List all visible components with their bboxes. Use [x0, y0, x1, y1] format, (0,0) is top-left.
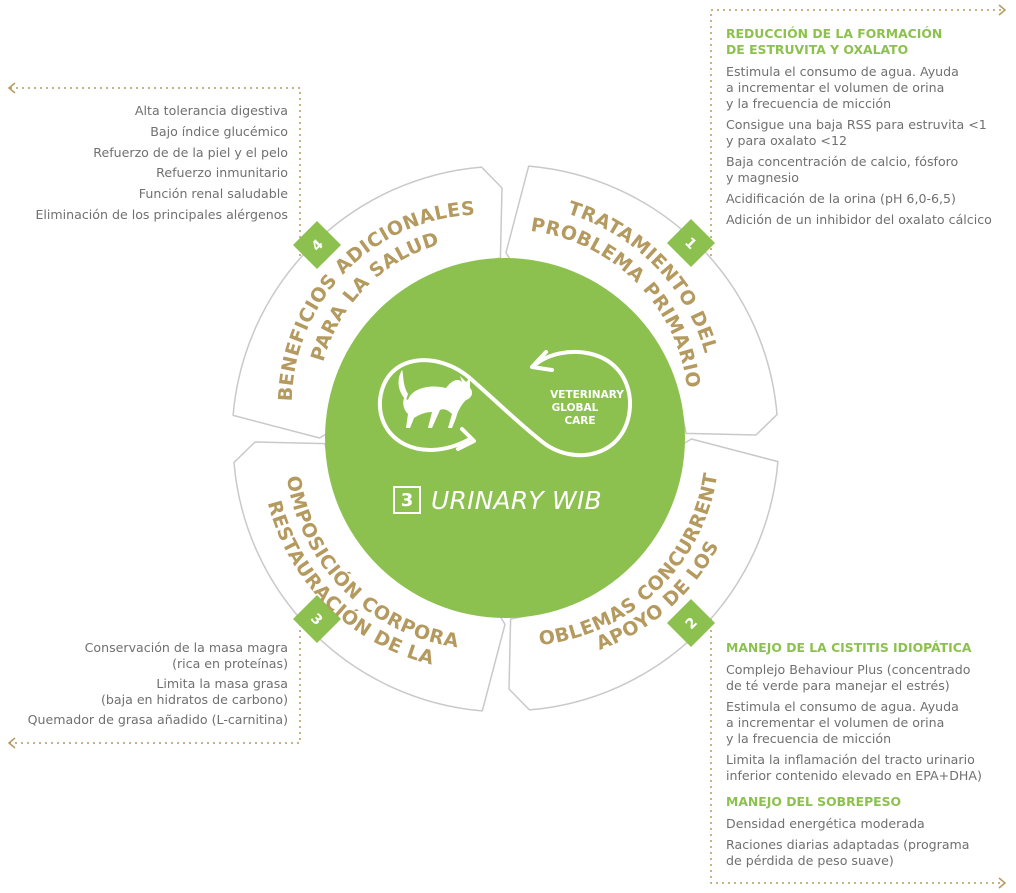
brand-name: URINARY WIB [431, 485, 602, 515]
list-item: Limita la masa grasa (baja en hidratos d… [100, 676, 288, 707]
leader-arrowheads [7, 4, 1007, 889]
tab-1-shape [666, 218, 716, 268]
list-item: Adición de un inhibidor del oxalato cálc… [726, 212, 992, 227]
arrowhead-top-right [998, 4, 1007, 16]
logo-line-global: GLOBAL [552, 402, 599, 414]
center-circle [325, 258, 685, 618]
leader-line-top-left [10, 87, 301, 262]
list-item: Eliminación de los principales alérgenos [35, 206, 288, 222]
cat-icon [398, 370, 473, 428]
loop-arrowhead-left [456, 427, 476, 451]
list-item: Acidificación de la orina (pH 6,0-6,5) [726, 191, 956, 206]
leader-line-bottom-left [10, 612, 301, 744]
infinity-loop-icon [377, 349, 633, 458]
leader-line-top-right [710, 9, 1003, 262]
panel-bottom-right: MANEJO DE LA CISTITIS IDIOPÁTICA Complej… [726, 640, 1016, 874]
panel-top-left: Alta tolerancia digestiva Bajo índice gl… [0, 103, 288, 228]
tab-3-shape [292, 594, 342, 644]
panel-heading: MANEJO DE LA CISTITIS IDIOPÁTICA [726, 640, 972, 655]
list-item: Densidad energética moderada [726, 816, 925, 831]
logo-line-veterinary: VETERINARY [550, 389, 624, 401]
list-item: Complejo Behaviour Plus (concentrado de … [726, 662, 971, 693]
list-item: Función renal saludable [138, 186, 288, 202]
list-item: Quemador de grasa añadido (L-carnitina) [27, 712, 288, 727]
tab-4-shape [292, 220, 342, 270]
list-item: Refuerzo inmunitario [156, 165, 288, 181]
arrowhead-bottom-right [998, 877, 1007, 889]
logo-line-care: CARE [564, 415, 595, 427]
number-tabs [292, 218, 716, 648]
list-item: Alta tolerancia digestiva [134, 103, 288, 118]
list-item: Consigue una baja RSS para estruvita <1 … [726, 117, 987, 148]
tab-2-shape [666, 598, 716, 648]
leader-line-bottom-right [710, 612, 1003, 884]
loop-arrowhead-right [530, 350, 554, 372]
panel-heading: MANEJO DEL SOBREPESO [726, 794, 902, 809]
brand-number-box: 3 [393, 486, 421, 514]
panel-bottom-left: Conservación de la masa magra (rica en p… [0, 640, 288, 732]
list-item: Limita la inflamación del tracto urinari… [726, 752, 982, 783]
list-item: Bajo índice glucémico [150, 123, 288, 139]
brand-logo: 3 URINARY WIB [393, 485, 602, 515]
list-item: Baja concentración de calcio, fósforo y … [726, 154, 959, 185]
list-item: Estimula el consumo de agua. Ayuda a inc… [726, 64, 959, 111]
leader-lines [10, 9, 1003, 884]
arrowhead-bottom-left [7, 737, 16, 749]
list-item: Conservación de la masa magra (rica en p… [84, 640, 288, 671]
panel-top-right: REDUCCIÓN DE LA FORMACIÓN DE ESTRUVITA Y… [726, 26, 1016, 233]
arrowhead-top-left [7, 82, 16, 94]
list-item: Raciones diarias adaptadas (programa de … [726, 837, 970, 868]
list-item: Estimula el consumo de agua. Ayuda a inc… [726, 699, 959, 746]
list-item: Refuerzo de de la piel y el pelo [93, 144, 288, 160]
panel-heading: REDUCCIÓN DE LA FORMACIÓN DE ESTRUVITA Y… [726, 26, 943, 57]
